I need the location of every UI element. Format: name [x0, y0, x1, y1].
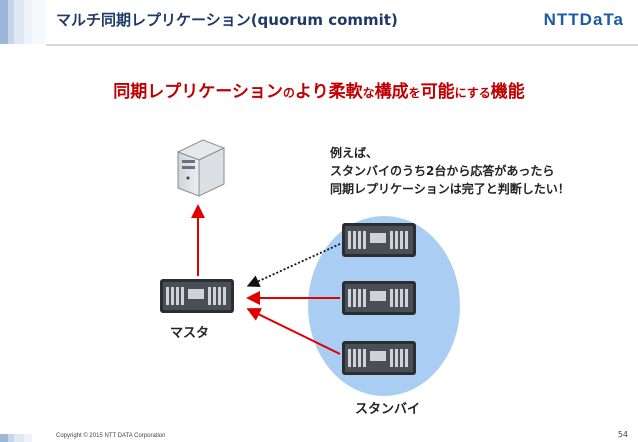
headline-part: な: [362, 86, 375, 100]
rack-server-icon: [342, 281, 416, 315]
slide-header: マルチ同期レプリケーション(quorum commit) NTTDaTa: [0, 0, 638, 44]
example-note: 例えば、 スタンバイのうち2台から応答があったら 同期レプリケーションは完了と判…: [330, 144, 570, 198]
headline-part: を: [408, 86, 421, 100]
rack-server-icon: [342, 341, 416, 375]
note-line: 例えば、: [330, 146, 379, 160]
header-decoration: [0, 0, 46, 44]
header-divider: [46, 44, 638, 46]
headline-part: 構成: [374, 82, 409, 102]
server-tower-icon: [176, 139, 226, 197]
headline-part: 同期レプリケーション: [113, 82, 283, 102]
master-label: マスタ: [170, 326, 210, 341]
slide-title: マルチ同期レプリケーション(quorum commit): [56, 11, 398, 29]
headline-part: 機能: [490, 82, 525, 102]
rack-server-icon: [342, 223, 416, 257]
page-number: 54: [617, 430, 628, 439]
note-line: 同期レプリケーションは完了と判断したい！: [330, 182, 570, 196]
slide-headline: 同期レプリケーションのより柔軟な構成を可能にする機能: [0, 77, 638, 102]
ack-arrow-dotted: [246, 243, 341, 288]
ntt-data-logo: NTTDaTa: [543, 10, 624, 29]
headline-part: 可能: [420, 82, 455, 102]
headline-part: の: [282, 86, 295, 100]
copyright-text: Copyright © 2015 NTT DATA Corporation: [56, 433, 166, 439]
ack-arrow-standby-3: [246, 308, 341, 355]
headline-part: にする: [454, 86, 491, 100]
headline-part: より柔軟: [294, 82, 363, 102]
rack-server-icon: [160, 279, 234, 313]
note-line: スタンバイのうち2台から応答があったら: [330, 164, 555, 178]
footer-decoration: [0, 434, 638, 442]
standby-label: スタンバイ: [355, 402, 421, 417]
